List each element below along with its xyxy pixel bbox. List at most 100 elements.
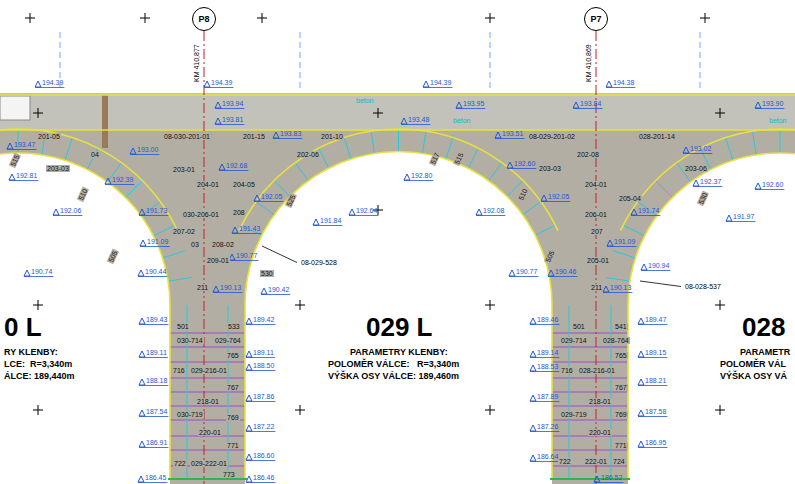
elevation-mark: 186.91: [146, 439, 167, 446]
elevation-mark: 188.53: [537, 363, 558, 370]
elevation-underline: [530, 371, 559, 372]
voussoir-joint: [423, 131, 427, 153]
stone-number: 716: [560, 367, 574, 374]
voussoir-joint: [468, 148, 478, 168]
elevation-underline: [246, 482, 275, 483]
elevation-mark: 189.15: [645, 349, 666, 356]
chainage: KM 410,877: [193, 44, 200, 82]
elevation-mark: 193.84: [580, 100, 601, 107]
elevation-mark: 192.68: [226, 162, 247, 169]
elevation-mark: 189.14: [537, 349, 558, 356]
elevation-triangle: [215, 102, 221, 108]
stone-number: 204-01: [584, 181, 608, 188]
elevation-triangle: [476, 209, 482, 215]
elevation-triangle: [9, 174, 15, 180]
elevation-underline: [509, 276, 538, 277]
elevation-triangle: [548, 270, 554, 276]
stone-number: 510: [517, 187, 529, 202]
leader-line: [262, 246, 297, 263]
elevation-triangle: [246, 425, 252, 431]
elevation-mark: 188.18: [146, 377, 167, 384]
arch-number: 029 L: [366, 314, 433, 340]
stone-number: 028-216-01: [578, 367, 616, 374]
elevation-mark: 186.95: [645, 439, 666, 446]
elevation-triangle: [683, 147, 689, 153]
stone-number: 029-719: [560, 411, 588, 418]
stone-number: 515: [9, 153, 21, 168]
elevation-mark: 192.39: [112, 176, 133, 183]
callout-number: 08-028-537: [684, 283, 722, 290]
elevation-mark: 189.11: [146, 349, 167, 356]
stone-number: 207: [590, 228, 604, 235]
elevation-underline: [530, 431, 559, 432]
elevation-underline: [139, 215, 168, 216]
elevation-triangle: [53, 209, 59, 215]
elevation-underline: [261, 294, 290, 295]
stone-number: 028-764: [602, 337, 630, 344]
voussoir-joint: [726, 138, 733, 161]
elevation-mark: 187.58: [645, 408, 666, 415]
elevation-mark: 189.42: [253, 316, 274, 323]
elevation-mark: 193.00: [137, 146, 158, 153]
elevation-underline: [246, 370, 275, 371]
elevation-triangle: [105, 178, 111, 184]
stone-number: 030-714: [176, 337, 204, 344]
elevation-triangle: [138, 476, 144, 482]
elevation-triangle: [541, 195, 547, 201]
elevation-triangle: [530, 351, 536, 357]
elevation-mark: 190.44: [145, 268, 166, 275]
leader-line: [640, 281, 681, 287]
arch-openings: [0, 152, 795, 484]
stone-number: 769: [614, 411, 628, 418]
stone-number: 501: [176, 323, 190, 330]
voussoir-joint: [371, 131, 375, 153]
voussoir-joint: [295, 163, 308, 181]
elevation-underline: [423, 87, 452, 88]
elevation-mark: 190.77: [236, 252, 257, 259]
elevation-mark: 192.05: [548, 193, 569, 200]
elevation-underline: [246, 357, 275, 358]
elevation-mark: 186.52: [601, 474, 622, 481]
stone-number: 202-08: [576, 151, 600, 158]
elevation-mark: 190.13: [220, 284, 241, 291]
stone-number: 203-01: [172, 166, 196, 173]
elevation-underline: [638, 416, 667, 417]
elevation-mark: 188.50: [253, 362, 274, 369]
elevation-underline: [138, 276, 167, 277]
elevation-triangle: [7, 143, 13, 149]
elevation-underline: [105, 184, 134, 185]
voussoir-joint: [168, 278, 192, 282]
stone-number: 722: [173, 460, 187, 467]
elevation-underline: [130, 154, 159, 155]
voussoir-joint: [344, 138, 351, 159]
material-note: beton: [452, 117, 472, 124]
elevation-underline: [755, 189, 784, 190]
stone-number: 029-216-01: [190, 367, 228, 374]
elevation-underline: [246, 401, 275, 402]
elevation-triangle: [246, 395, 252, 401]
elevation-triangle: [246, 351, 252, 357]
elevation-underline: [548, 276, 577, 277]
stone-number: 771: [614, 442, 628, 449]
stone-number: 533: [227, 323, 241, 330]
voussoir-joint: [535, 225, 555, 235]
elevation-mark: 187.22: [253, 423, 274, 430]
elevation-mark: 192.81: [16, 172, 37, 179]
pier-joints: [170, 333, 628, 466]
stone-number: 530: [260, 270, 274, 277]
elevation-mark: 186.45: [145, 474, 166, 481]
elevation-triangle: [138, 270, 144, 276]
elevation-mark: 188.21: [645, 377, 666, 384]
elevation-underline: [139, 416, 168, 417]
elevation-triangle: [130, 148, 136, 154]
elevation-mark: 189.11: [253, 349, 274, 356]
outlines: [0, 95, 795, 478]
station-circle: P8: [192, 7, 216, 31]
stone-number: 218-01: [588, 398, 612, 405]
elevation-mark: 192.60: [514, 160, 535, 167]
stone-number: 765: [226, 352, 240, 359]
deck-box: [0, 96, 30, 120]
elevation-triangle: [594, 476, 600, 482]
elevation-triangle: [495, 132, 501, 138]
